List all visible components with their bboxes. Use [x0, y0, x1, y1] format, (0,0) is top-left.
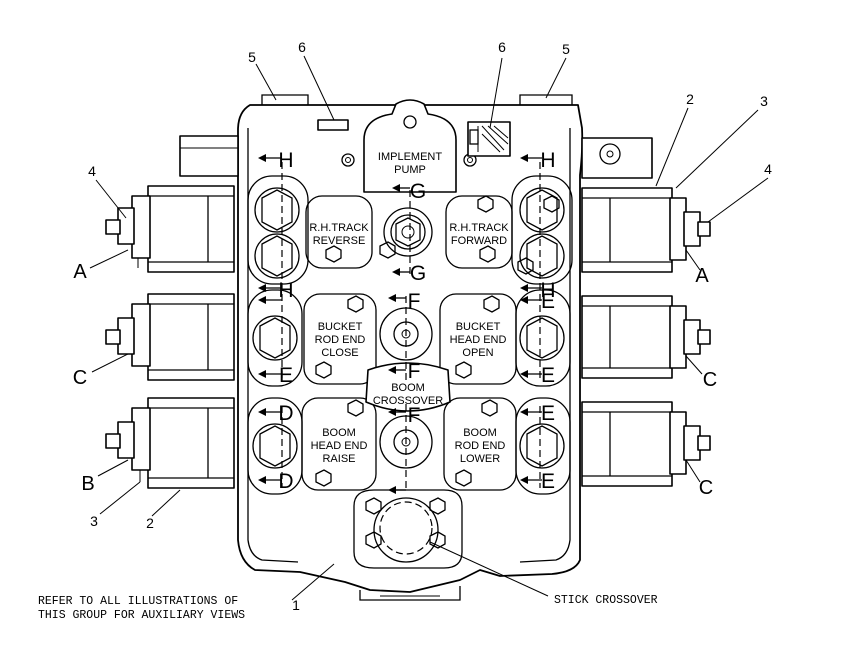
relief-valve-left — [317, 119, 349, 131]
port-letter-a-right: A — [695, 265, 709, 287]
label-bucket-rod-end-3: CLOSE — [321, 347, 358, 359]
label-boom-head-end-3: RAISE — [322, 453, 355, 465]
left-pocket-upper — [247, 175, 309, 285]
section-letter-e: E — [541, 290, 555, 313]
label-boom-head-end-1: BOOM — [322, 427, 356, 439]
top-left-block — [179, 135, 239, 177]
label-bucket-head-end-3: OPEN — [462, 347, 493, 359]
label-rh-track-reverse-2: REVERSE — [313, 235, 366, 247]
callout-6-left: 6 — [298, 39, 306, 55]
section-letter-e: E — [541, 402, 555, 425]
port-letter-c-right-lower: C — [699, 477, 713, 499]
label-boom-rod-end-1: BOOM — [463, 427, 497, 439]
boom-crossover-boss — [365, 362, 451, 412]
callout-4-right: 4 — [764, 161, 772, 177]
port-letter-b-left: B — [81, 473, 94, 495]
label-stick-crossover: STICK CROSSOVER — [554, 594, 658, 607]
label-boom-rod-end-2: ROD END — [455, 440, 506, 452]
callout-leaders — [95, 55, 769, 601]
right-spool-cap-2 — [581, 295, 711, 379]
section-letter-h: H — [540, 279, 555, 302]
section-letter-d: D — [278, 470, 293, 493]
relief-valve-right — [467, 121, 511, 157]
section-lines — [281, 162, 541, 490]
callout-5-left: 5 — [248, 49, 256, 65]
pocket-bucket-head-end — [439, 293, 517, 385]
section-letter-h: H — [278, 149, 293, 172]
label-bucket-rod-end-1: BUCKET — [318, 321, 363, 333]
pocket-bucket-rod-end — [303, 293, 377, 385]
pocket-rh-track-reverse — [305, 195, 373, 269]
port-letter-a-left: A — [73, 261, 87, 283]
top-right-block — [581, 137, 653, 179]
callout-3-left: 3 — [90, 513, 98, 529]
section-letter-e: E — [279, 364, 293, 387]
hex-plugs — [315, 195, 560, 487]
section-letter-d: D — [278, 402, 293, 425]
implement-pump-boss — [341, 99, 477, 193]
section-letter-g: G — [410, 262, 426, 285]
callout-5-right: 5 — [562, 41, 570, 57]
right-spool-cap-1 — [581, 187, 711, 273]
right-spool-cap-3 — [581, 401, 711, 487]
note-line-1: REFER TO ALL ILLUSTRATIONS OF — [38, 595, 238, 608]
port-letter-c-right: C — [703, 369, 717, 391]
label-implement-pump-2: PUMP — [394, 164, 426, 176]
pocket-boom-head-end — [301, 397, 377, 491]
section-letter-g: G — [410, 180, 426, 203]
pocket-boom-rod-end — [443, 397, 517, 491]
stick-crossover-flange — [353, 489, 463, 569]
label-boom-rod-end-3: LOWER — [460, 453, 500, 465]
label-boom-crossover-2: CROSSOVER — [373, 395, 443, 407]
section-letter-h: H — [278, 279, 293, 302]
label-boom-head-end-2: HEAD END — [311, 440, 368, 452]
label-bucket-rod-end-2: ROD END — [315, 334, 366, 346]
label-rh-track-reverse-1: R.H.TRACK — [309, 222, 369, 234]
section-letter-h: H — [540, 149, 555, 172]
section-letter-f: F — [408, 404, 421, 427]
left-hex-plugs — [252, 187, 300, 469]
callout-6-right: 6 — [498, 39, 506, 55]
left-spool-cap-2 — [105, 293, 235, 381]
port-letter-c-left: C — [73, 367, 87, 389]
note-line-2: THIS GROUP FOR AUXILIARY VIEWS — [38, 609, 245, 622]
center-fitting-g — [383, 207, 433, 257]
section-arrows — [258, 154, 542, 494]
left-spool-cap-1 — [105, 185, 235, 273]
left-spool-cap-3 — [105, 397, 235, 489]
callout-2-right: 2 — [686, 91, 694, 107]
pocket-rh-track-forward — [445, 195, 513, 269]
section-letter-f: F — [408, 360, 421, 383]
label-boom-crossover-1: BOOM — [391, 382, 425, 394]
callout-4-left: 4 — [88, 163, 96, 179]
section-letter-e: E — [541, 470, 555, 493]
label-rh-track-forward-2: FORWARD — [451, 235, 507, 247]
label-bucket-head-end-2: HEAD END — [450, 334, 507, 346]
port-leaders — [89, 249, 703, 483]
section-letter-f: F — [408, 290, 421, 313]
callout-2-left: 2 — [146, 515, 154, 531]
label-bucket-head-end-1: BUCKET — [456, 321, 501, 333]
right-hex-plugs — [519, 187, 565, 469]
label-implement-pump-1: IMPLEMENT — [378, 151, 442, 163]
left-pocket-middle — [247, 289, 303, 387]
label-rh-track-forward-1: R.H.TRACK — [449, 222, 509, 234]
section-letter-e: E — [541, 364, 555, 387]
callout-1: 1 — [292, 597, 300, 613]
callout-3-right: 3 — [760, 93, 768, 109]
